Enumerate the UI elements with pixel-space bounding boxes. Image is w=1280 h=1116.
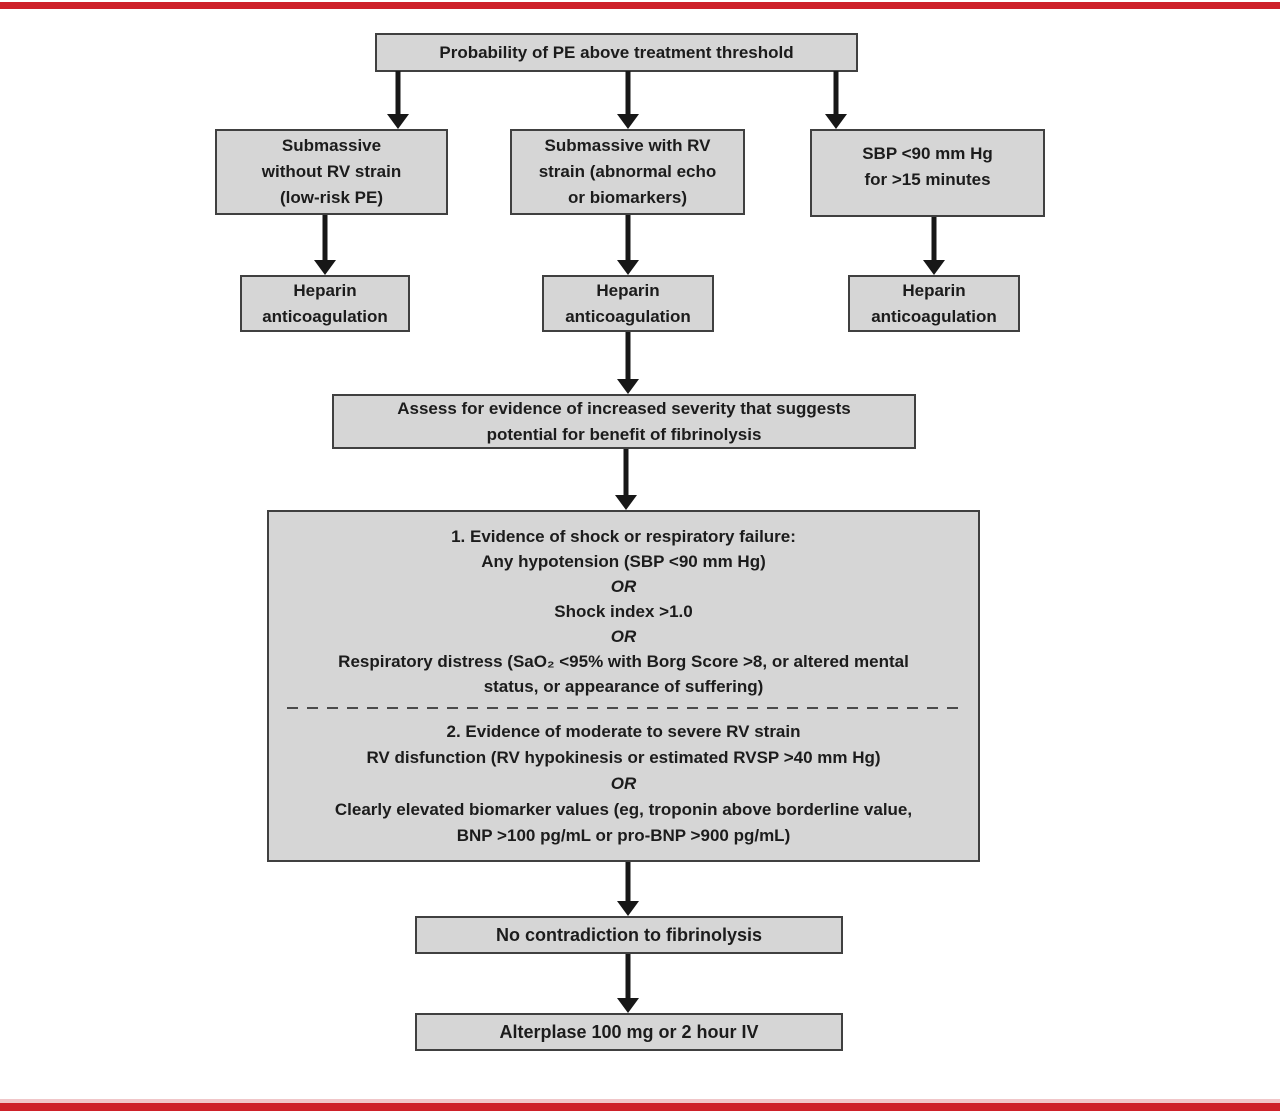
arrow-root-to-left-branch bbox=[387, 71, 409, 129]
arrow-shaft bbox=[322, 215, 328, 262]
dashed-divider bbox=[287, 707, 960, 709]
node-label-line: strain (abnormal echo bbox=[538, 162, 717, 181]
criteria-section-rv-strain: 2. Evidence of moderate to severe RV str… bbox=[287, 719, 960, 849]
arrow-head-icon bbox=[387, 114, 409, 129]
node-label-line: SBP <90 mm Hg bbox=[862, 144, 993, 163]
criteria-line: Any hypotension (SBP <90 mm Hg) bbox=[481, 552, 766, 571]
arrow-head-icon bbox=[825, 114, 847, 129]
node-heparin-mid: Heparin anticoagulation bbox=[542, 275, 714, 332]
arrow-assess-to-criteria bbox=[615, 449, 637, 510]
criteria-line: status, or appearance of suffering) bbox=[483, 677, 764, 696]
node-label-line: without RV strain bbox=[261, 162, 402, 181]
arrow-shaft bbox=[623, 449, 629, 497]
arrow-head-icon bbox=[314, 260, 336, 275]
top-red-rule bbox=[0, 2, 1280, 9]
node-label-line: Submassive bbox=[281, 136, 382, 155]
node-label-line: Submassive with RV bbox=[544, 136, 711, 155]
arrow-root-to-mid-branch bbox=[617, 71, 639, 129]
node-heparin-right: Heparin anticoagulation bbox=[848, 275, 1020, 332]
arrow-head-icon bbox=[923, 260, 945, 275]
node-submassive-with-rv-strain: Submassive with RV strain (abnormal echo… bbox=[510, 129, 745, 215]
node-alteplase-treatment: Alterplase 100 mg or 2 hour IV bbox=[415, 1013, 843, 1051]
criteria-line: 1. Evidence of shock or respiratory fail… bbox=[451, 527, 796, 546]
criteria-section-shock: 1. Evidence of shock or respiratory fail… bbox=[287, 524, 960, 699]
arrow-head-icon bbox=[617, 114, 639, 129]
bottom-red-rule bbox=[0, 1103, 1280, 1111]
arrow-mid-branch-to-heparin bbox=[617, 215, 639, 275]
node-label: No contradiction to fibrinolysis bbox=[495, 925, 762, 945]
criteria-line: RV disfunction (RV hypokinesis or estima… bbox=[366, 748, 881, 767]
criteria-line: Respiratory distress (SaO₂ <95% with Bor… bbox=[338, 652, 909, 671]
node-label-line: Heparin bbox=[293, 280, 357, 300]
arrow-head-icon bbox=[617, 998, 639, 1013]
node-label-line: Assess for evidence of increased severit… bbox=[397, 398, 851, 418]
criteria-or-line: OR bbox=[610, 774, 637, 793]
arrow-shaft bbox=[625, 332, 631, 381]
arrow-left-branch-to-heparin bbox=[314, 215, 336, 275]
arrow-right-branch-to-heparin bbox=[923, 217, 945, 275]
criteria-or-line: OR bbox=[610, 627, 637, 646]
arrow-shaft bbox=[625, 215, 631, 262]
node-label: Alterplase 100 mg or 2 hour IV bbox=[499, 1022, 759, 1042]
node-probability-of-pe: Probability of PE above treatment thresh… bbox=[375, 33, 858, 72]
arrow-heparin-to-assess bbox=[617, 332, 639, 394]
bottom-red-fade bbox=[0, 1099, 1280, 1103]
node-submassive-without-rv-strain: Submassive without RV strain (low-risk P… bbox=[215, 129, 448, 215]
node-assess-severity: Assess for evidence of increased severit… bbox=[332, 394, 916, 449]
arrow-head-icon bbox=[617, 260, 639, 275]
criteria-or-line: OR bbox=[610, 577, 637, 596]
node-label-line: anticoagulation bbox=[565, 306, 691, 326]
arrow-shaft bbox=[931, 217, 937, 262]
node-label-line: (low-risk PE) bbox=[280, 188, 383, 207]
arrow-shaft bbox=[625, 954, 631, 1000]
node-label-line: Heparin bbox=[902, 280, 966, 300]
arrow-root-to-right-branch bbox=[825, 71, 847, 129]
node-no-contraindication: No contradiction to fibrinolysis bbox=[415, 916, 843, 954]
arrow-no-contraindication-to-treatment bbox=[617, 954, 639, 1013]
arrow-head-icon bbox=[617, 901, 639, 916]
node-label-line: Heparin bbox=[596, 280, 660, 300]
arrow-shaft bbox=[395, 71, 401, 116]
arrow-criteria-to-no-contraindication bbox=[617, 862, 639, 916]
node-label-line: anticoagulation bbox=[262, 306, 388, 326]
node-label: Probability of PE above treatment thresh… bbox=[439, 42, 794, 62]
node-heparin-left: Heparin anticoagulation bbox=[240, 275, 410, 332]
node-label-line: for >15 minutes bbox=[864, 170, 991, 189]
arrow-shaft bbox=[625, 71, 631, 116]
criteria-line: BNP >100 pg/mL or pro-BNP >900 pg/mL) bbox=[456, 826, 791, 845]
node-label-line: potential for benefit of fibrinolysis bbox=[486, 424, 762, 444]
criteria-line: Shock index >1.0 bbox=[554, 602, 693, 621]
node-label-line: anticoagulation bbox=[871, 306, 997, 326]
node-label-line: or biomarkers) bbox=[567, 188, 688, 207]
node-criteria: 1. Evidence of shock or respiratory fail… bbox=[267, 510, 980, 862]
arrow-head-icon bbox=[615, 495, 637, 510]
arrow-shaft bbox=[625, 862, 631, 903]
criteria-line: Clearly elevated biomarker values (eg, t… bbox=[334, 800, 913, 819]
node-sbp-under-90: SBP <90 mm Hg for >15 minutes bbox=[810, 129, 1045, 217]
arrow-shaft bbox=[833, 71, 839, 116]
criteria-line: 2. Evidence of moderate to severe RV str… bbox=[446, 722, 801, 741]
arrow-head-icon bbox=[617, 379, 639, 394]
